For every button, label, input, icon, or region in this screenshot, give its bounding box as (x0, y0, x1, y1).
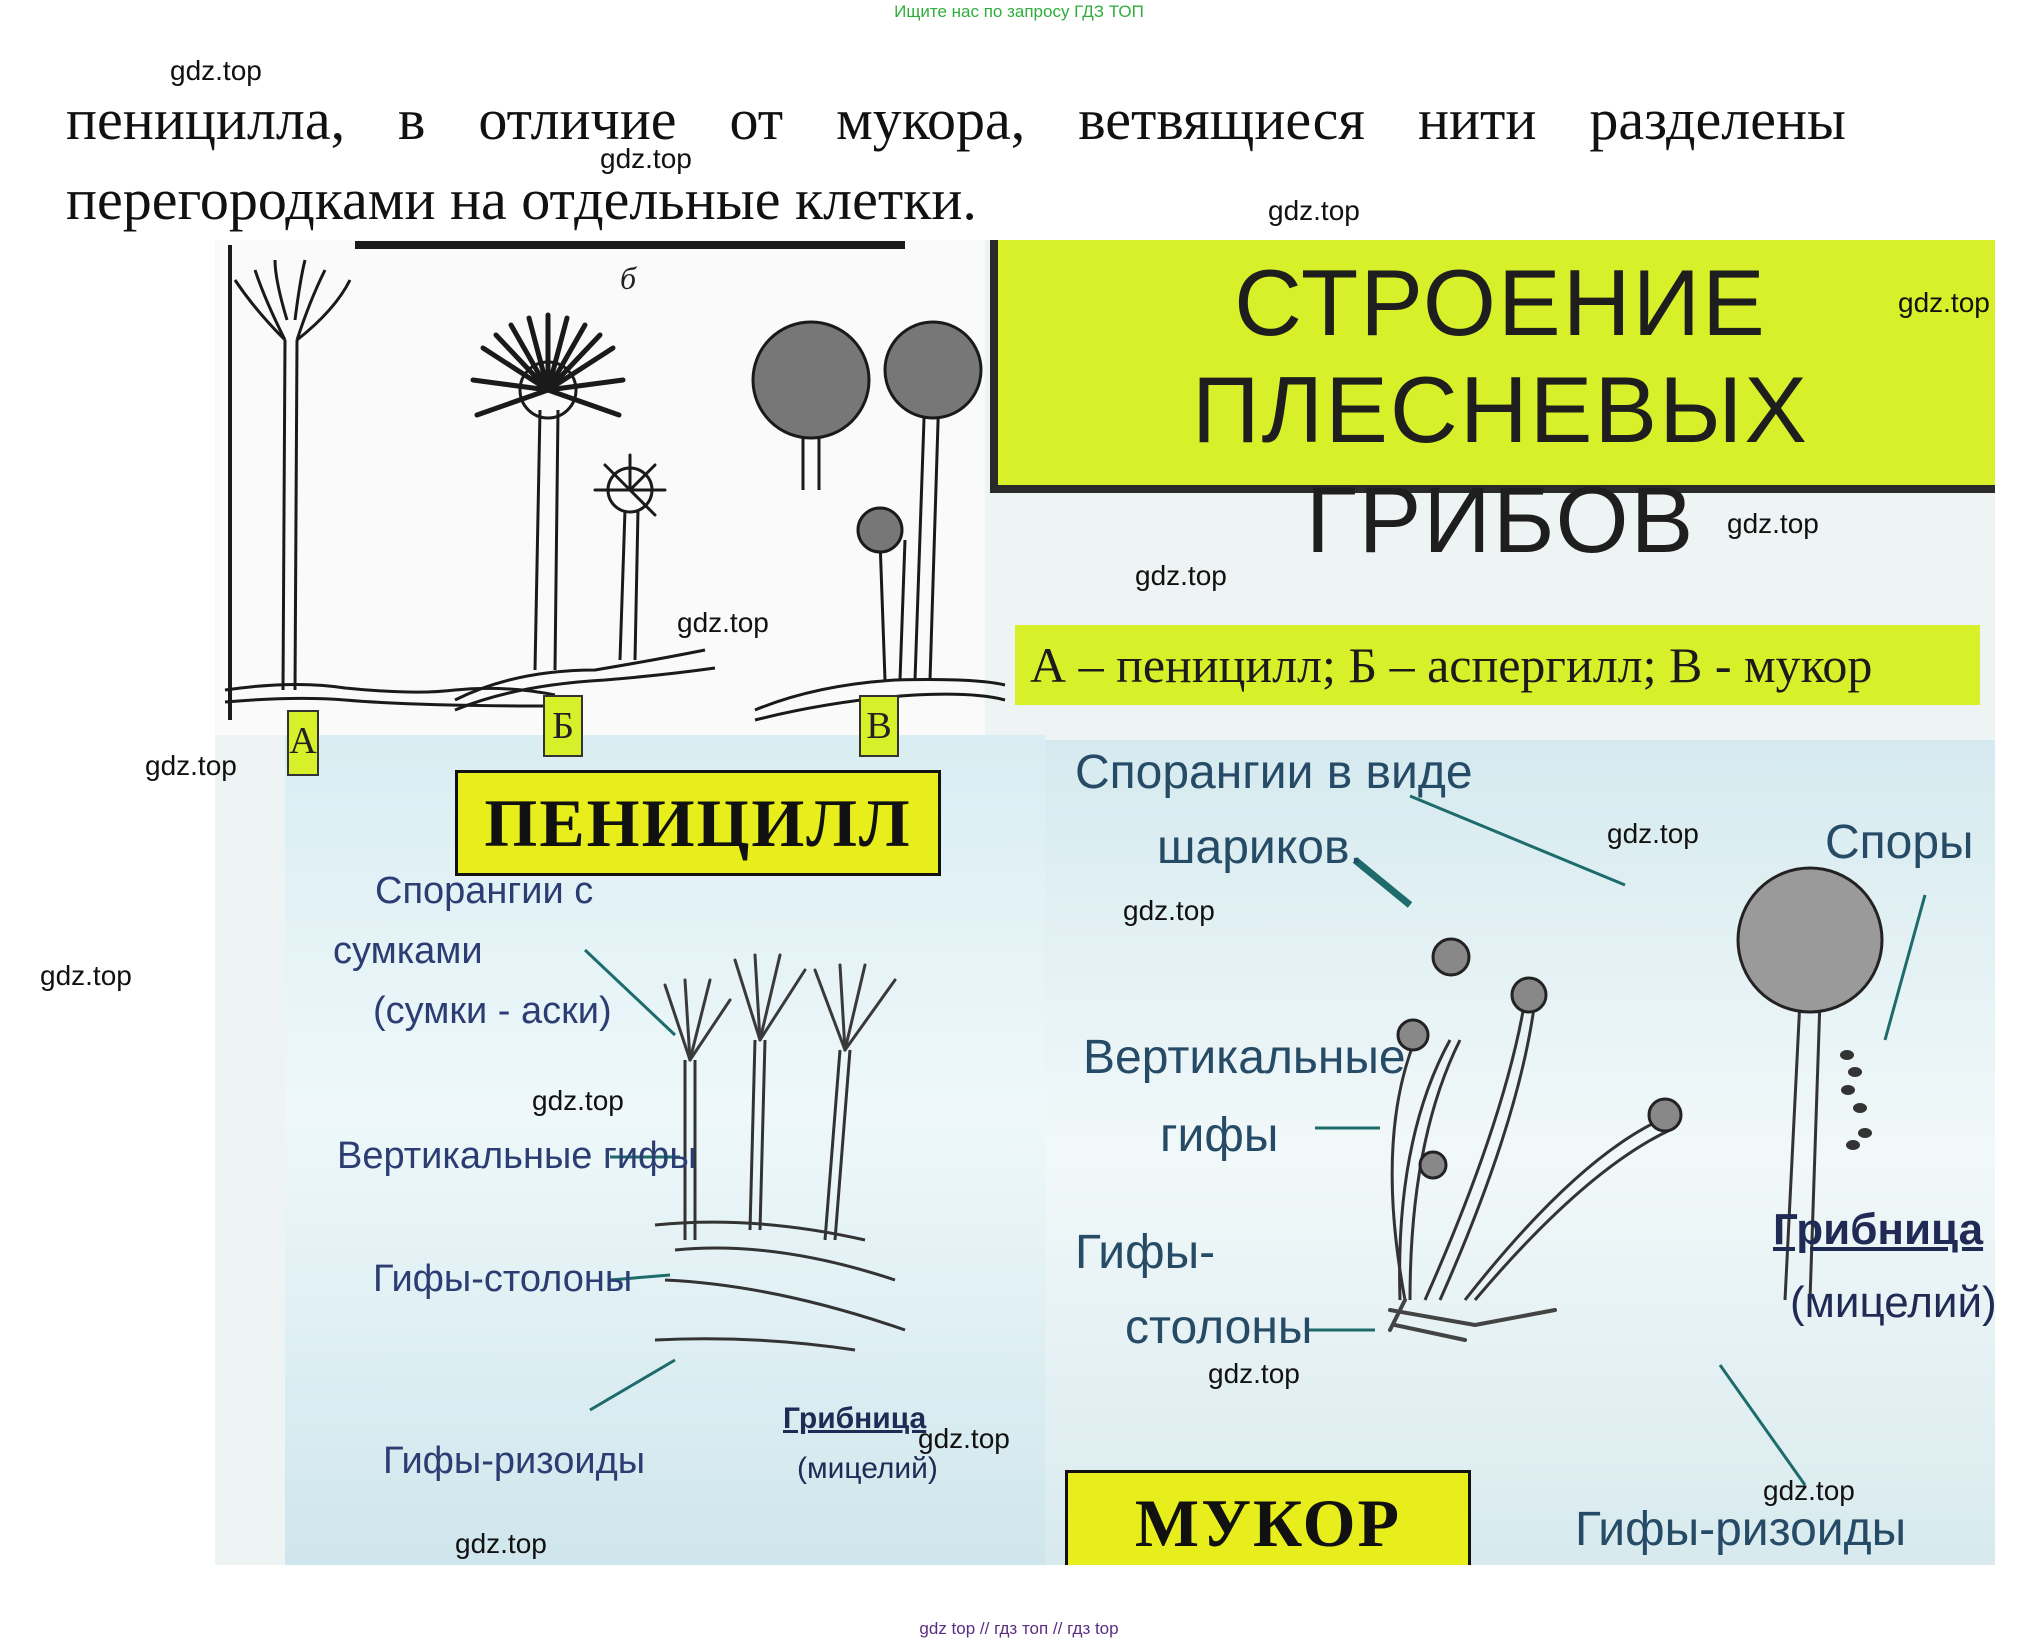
watermark: gdz.top (1898, 287, 1990, 318)
mucor-mycelium-label-2: (мицелий) (1790, 1278, 1995, 1327)
penicillium-rhizoids-label: Гифы-ризоиды (383, 1440, 646, 1482)
title-line-1: СТРОЕНИЕ (1234, 250, 1767, 355)
penicillium-sporangia-label-2: сумками (333, 930, 483, 972)
mucor-mycelium-label-1: Грибница (1773, 1205, 1984, 1254)
mucor-sporangia-label-2: шариков. (1157, 821, 1363, 874)
tag-b: Б (543, 695, 583, 757)
watermark: gdz.top (1763, 1475, 1855, 1506)
watermark: gdz.top (145, 750, 237, 781)
watermark: gdz.top (600, 143, 692, 174)
mucor-stolons-label-1: Гифы- (1075, 1226, 1216, 1279)
mucor-rhizoids-label: Гифы-ризоиды (1575, 1503, 1907, 1556)
drawings-panel (215, 240, 985, 735)
fungi-illustration (224, 241, 1927, 1486)
watermark: gdz.top (918, 1423, 1010, 1454)
watermark: gdz.top (532, 1085, 624, 1116)
figure-title: СТРОЕНИЕ ПЛЕСНЕВЫХ ГРИБОВ (990, 240, 1995, 572)
watermark: gdz.top (1727, 508, 1819, 539)
penicillium-mycelium-label-2: (мицелий) (797, 1452, 938, 1485)
mucor-vertical-hyphae-label-2: гифы (1160, 1109, 1279, 1162)
watermark: gdz.top (170, 55, 262, 86)
watermark: gdz.top (40, 960, 132, 991)
penicillium-stolons-label: Гифы-столоны (373, 1258, 633, 1300)
penicillium-vertical-hyphae-label: Вертикальные гифы (337, 1135, 697, 1177)
watermark: gdz.top (1123, 895, 1215, 926)
mucor-vertical-hyphae-label-1: Вертикальные (1083, 1031, 1406, 1084)
penicillium-name: ПЕНИЦИЛЛ (455, 770, 941, 876)
watermark: gdz.top (1135, 560, 1227, 591)
watermark: gdz.top (1607, 818, 1699, 849)
bottom-banner: gdz top // гдз топ // гдз top (919, 1619, 1119, 1638)
paragraph-line-1: пеницилла, в отличие от мукора, ветвящие… (66, 87, 1846, 152)
penicillium-sporangia-label-3: (сумки - аски) (373, 990, 612, 1032)
mucor-spores-label: Споры (1825, 816, 1974, 869)
penicillium-sporangia-label-1: Спорангии с (375, 870, 594, 912)
title-line-2: ПЛЕСНЕВЫХ ГРИБОВ (1191, 357, 1810, 572)
watermark: gdz.top (1268, 195, 1360, 226)
mucor-stolons-label-2: столоны (1125, 1301, 1313, 1354)
watermark: gdz.top (677, 607, 769, 638)
mucor-name: МУКОР (1065, 1470, 1471, 1565)
drawing-letter: б (620, 260, 637, 296)
watermark: gdz.top (455, 1528, 547, 1559)
top-banner: Ищите нас по запросу ГДЗ ТОП (894, 2, 1144, 21)
legend: А – пеницилл; Б – аспергилл; В - мукор (1015, 625, 1980, 705)
answer-paragraph: пеницилла, в отличие от мукора, ветвящие… (66, 80, 1866, 240)
watermark: gdz.top (1208, 1358, 1300, 1389)
mucor-sporangia-label-1: Спорангии в виде (1075, 746, 1473, 799)
mold-fungi-figure: СТРОЕНИЕ ПЛЕСНЕВЫХ ГРИБОВ б А – пеницилл… (215, 240, 1995, 1565)
tag-a: А (287, 710, 319, 776)
paragraph-line-2: перегородками на отдельные клетки. (66, 167, 977, 232)
penicillium-mycelium-label-1: Грибница (783, 1402, 927, 1435)
tag-v: В (859, 695, 899, 757)
